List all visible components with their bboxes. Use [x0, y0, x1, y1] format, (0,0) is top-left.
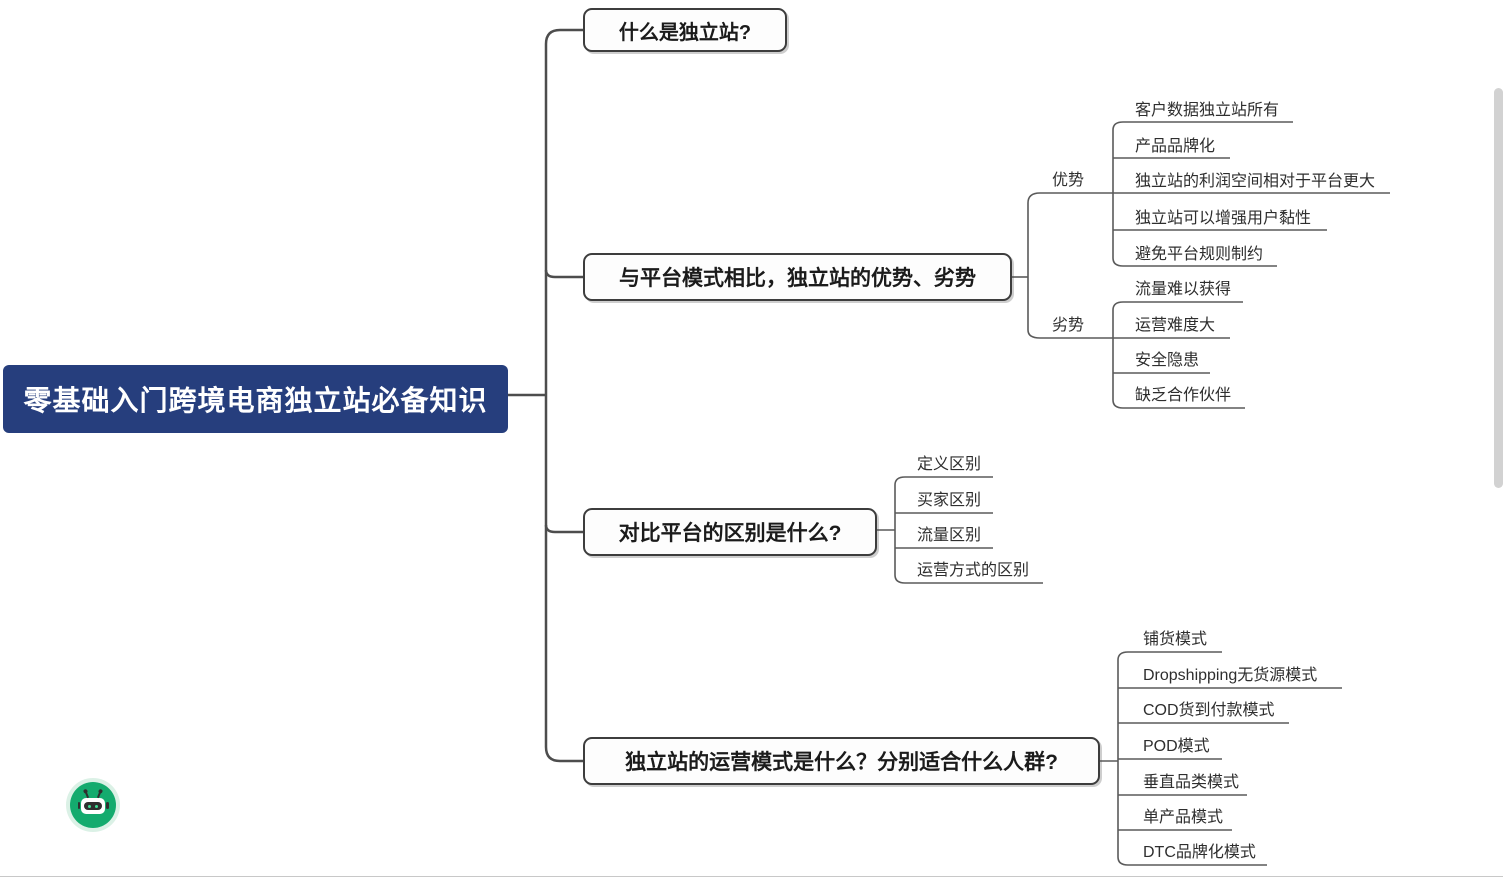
robot-eye-left: [88, 804, 91, 808]
assistant-button[interactable]: [70, 782, 116, 828]
leaf-advantage-3[interactable]: 独立站的利润空间相对于平台更大: [1135, 173, 1376, 190]
robot-visor: [84, 802, 102, 810]
leaf-model-4[interactable]: POD模式: [1143, 738, 1210, 755]
leaf-advantage-2[interactable]: 产品品牌化: [1135, 138, 1216, 155]
leaf-disadvantage-1[interactable]: 流量难以获得: [1135, 281, 1232, 298]
leaf-model-6[interactable]: 单产品模式: [1143, 809, 1224, 826]
leaf-disadvantage-4[interactable]: 缺乏合作伙伴: [1135, 387, 1232, 404]
robot-head: [77, 791, 109, 814]
leaf-model-1[interactable]: 铺货模式: [1143, 631, 1208, 648]
leaf-advantage-1[interactable]: 客户数据独立站所有: [1135, 102, 1280, 119]
branch2-connectors: [1012, 121, 1390, 409]
group-disadvantages[interactable]: 劣势: [1052, 317, 1085, 334]
leaf-model-3[interactable]: COD货到付款模式: [1143, 702, 1275, 719]
branch-difference-vs-platform[interactable]: 对比平台的区别是什么?: [583, 508, 877, 556]
group-advantages[interactable]: 优势: [1052, 172, 1085, 189]
leaf-advantage-5[interactable]: 避免平台规则制约: [1135, 246, 1264, 263]
leaf-model-2[interactable]: Dropshipping无货源模式: [1143, 667, 1318, 684]
leaf-model-5[interactable]: 垂直品类模式: [1143, 774, 1240, 791]
leaf-disadvantage-3[interactable]: 安全隐患: [1135, 352, 1200, 369]
branch-operation-models[interactable]: 独立站的运营模式是什么？分别适合什么人群?: [583, 737, 1100, 785]
leaf-disadvantage-2[interactable]: 运营难度大: [1135, 317, 1216, 334]
branch-what-is-independent-site[interactable]: 什么是独立站?: [583, 8, 787, 52]
leaf-model-7[interactable]: DTC品牌化模式: [1143, 844, 1256, 861]
leaf-difference-2[interactable]: 买家区别: [917, 492, 982, 509]
leaf-difference-4[interactable]: 运营方式的区别: [917, 562, 1030, 579]
leaf-difference-1[interactable]: 定义区别: [917, 456, 982, 473]
bottom-divider: [0, 876, 1503, 877]
leaf-advantage-4[interactable]: 独立站可以增强用户黏性: [1135, 210, 1312, 227]
robot-eye-right: [95, 804, 98, 808]
robot-icon: [70, 782, 116, 828]
root-connector: [508, 28, 583, 763]
robot-ear-right: [106, 802, 109, 809]
branch-pros-cons-vs-platform[interactable]: 与平台模式相比，独立站的优势、劣势: [583, 253, 1012, 301]
leaf-difference-3[interactable]: 流量区别: [917, 527, 982, 544]
robot-antenna-left: [84, 791, 90, 799]
vertical-scrollbar-thumb[interactable]: [1494, 88, 1503, 488]
robot-antenna-right: [96, 791, 102, 799]
root-node[interactable]: 零基础入门跨境电商独立站必备知识: [3, 365, 508, 433]
robot-ear-left: [77, 802, 80, 809]
